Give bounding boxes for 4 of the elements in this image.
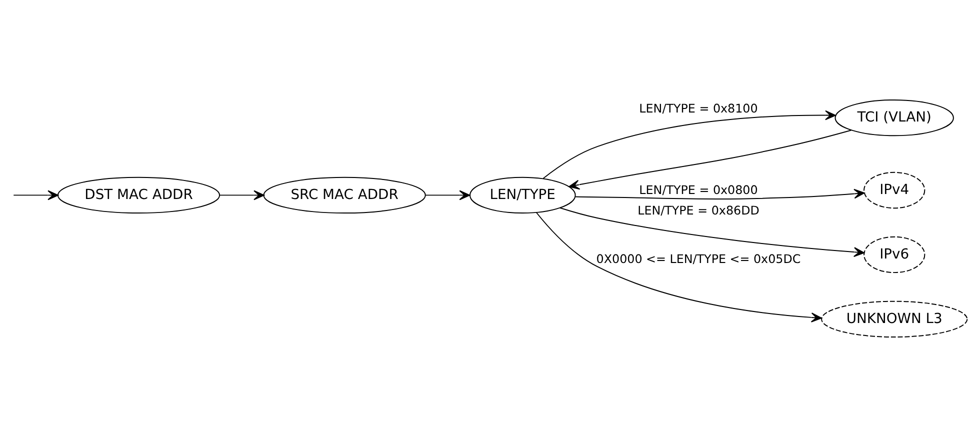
edge-label: LEN/TYPE = 0x8100 (639, 101, 758, 116)
edge-label: 0X0000 <= LEN/TYPE <= 0x05DC (596, 252, 801, 266)
edge-label: LEN/TYPE = 0x0800 (639, 182, 758, 197)
edge-label: LEN/TYPE = 0x86DD (638, 204, 760, 218)
